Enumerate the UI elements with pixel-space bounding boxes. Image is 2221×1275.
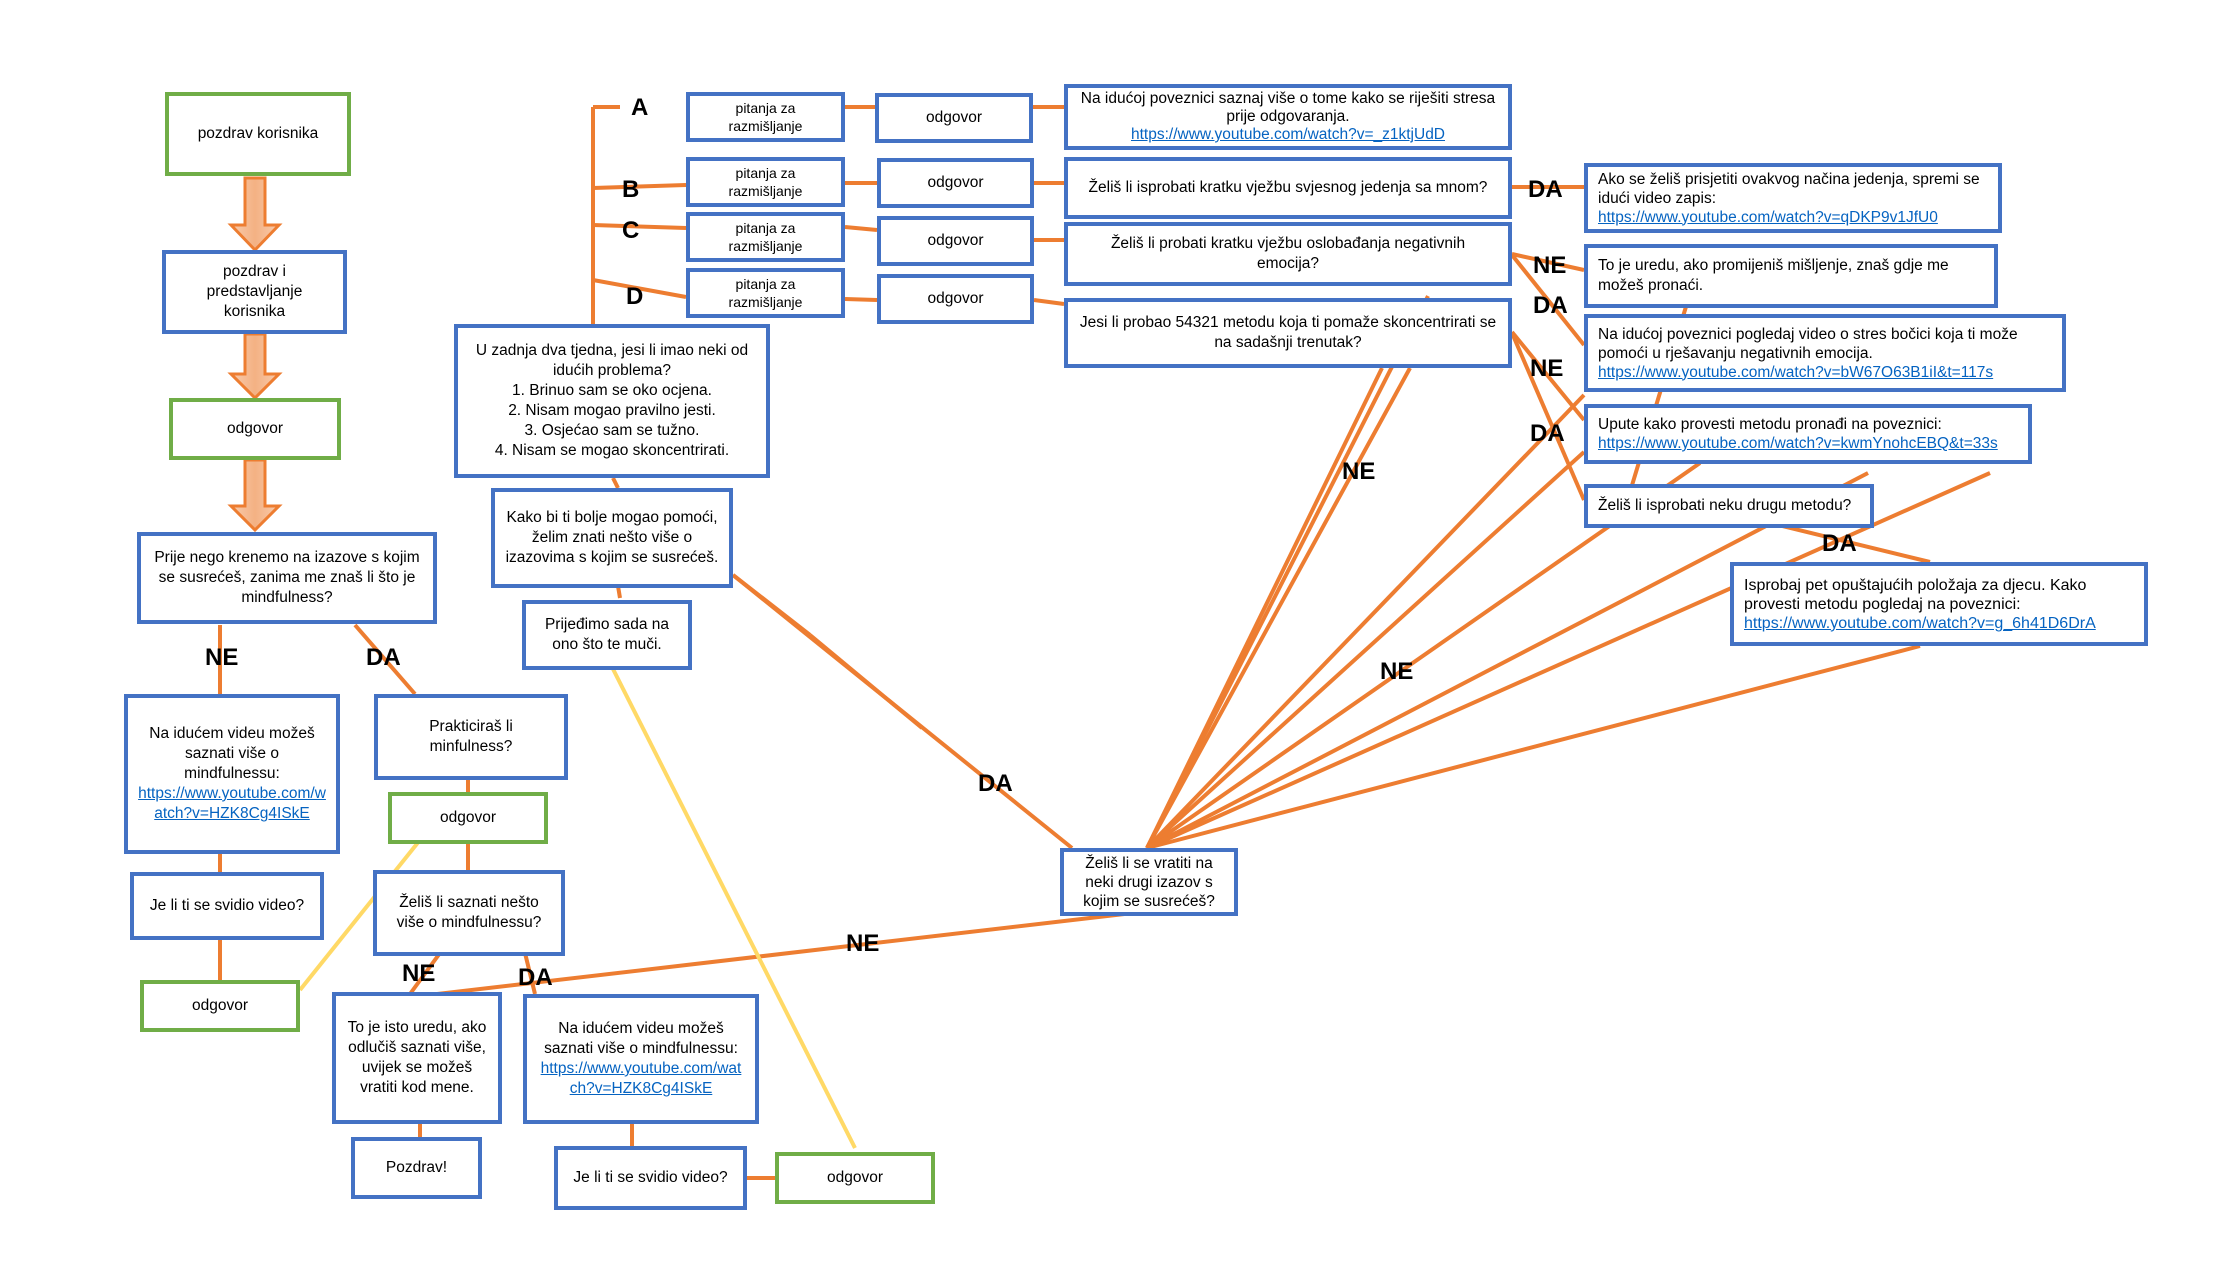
eating-video-node: Ako se želiš prisjetiti ovakvog načina j… [1584, 163, 2002, 233]
edge-label-ne-mid: NE [402, 960, 436, 987]
answer-b: odgovor [877, 158, 1034, 208]
stress-bottle-node: Na idućoj poveznici pogledaj video o str… [1584, 314, 2066, 392]
return-to-challenge-node: Želiš li se vratiti na neki drugi izazov… [1060, 848, 1238, 916]
edge-label-ne-lower: NE [1380, 658, 1414, 685]
answer-bottom-node: odgovor [775, 1152, 935, 1204]
liked-video-left-node: Je li ti se svidio video? [130, 872, 324, 940]
video-left-node: Na idućem videu možeš saznati više o min… [124, 694, 340, 854]
answer-node-1: odgovor [169, 398, 341, 460]
change-mind-node: To je uredu, ako promijeniš mišljenje, z… [1584, 244, 1998, 308]
try-other-method-node: Želiš li isprobati neku drugu metodu? [1584, 484, 1874, 528]
mindfulness-question-node: Prije nego krenemo na izazove s kojim se… [137, 532, 437, 624]
edge-label-da-eating: DA [1528, 176, 1563, 203]
lets-move-node: Prijeđimo sada na ono što te muči. [522, 600, 692, 670]
edge-label-ne-right-1: NE [1533, 252, 1567, 279]
method-54321-question-node: Jesi li probao 54321 metodu koja ti poma… [1064, 298, 1512, 368]
edge-label-c: C [622, 217, 640, 244]
edge-label-ne-left: NE [205, 644, 239, 671]
release-emotions-question-node: Želiš li probati kratku vježbu oslobađan… [1064, 222, 1512, 286]
answer-c: odgovor [877, 216, 1034, 266]
stress-bottle-link[interactable]: https://www.youtube.com/watch?v=bW67O63B… [1598, 363, 1994, 381]
goodbye-node: Pozdrav! [351, 1137, 482, 1199]
edge-label-ne-bottom: NE [846, 930, 880, 957]
stress-video-node: Na idućoj poveznici saznaj više o tome k… [1064, 84, 1512, 150]
edge-label-ne-center: NE [1342, 458, 1376, 485]
want-more-mindfulness-node: Želiš li saznati nešto više o mindfulnes… [373, 870, 565, 956]
edge-label-a: A [631, 94, 649, 121]
reflection-questions-a: pitanja za razmišljanje [686, 92, 845, 142]
answer-d: odgovor [877, 274, 1034, 324]
down-arrow-2 [227, 332, 283, 401]
edge-label-da-right-3: DA [1822, 530, 1857, 557]
edge-label-d: D [626, 283, 644, 310]
problem-item-2: 2. Nisam mogao pravilno jesti. [508, 402, 716, 419]
eating-video-text: Ako se želiš prisjetiti ovakvog načina j… [1598, 170, 1980, 207]
answer-mid-node: odgovor [388, 792, 548, 844]
edge-label-da-return: DA [978, 770, 1013, 797]
answer-left-bottom-node: odgovor [140, 980, 300, 1032]
greeting-intro-node: pozdrav i predstavljanje korisnika [162, 250, 347, 334]
thats-ok-node: To je isto uredu, ako odlučiš saznati vi… [332, 992, 502, 1124]
stress-video-text: Na idućoj poveznici saznaj više o tome k… [1080, 90, 1496, 125]
relaxing-positions-text: Isprobaj pet opuštajućih položaja za dje… [1744, 576, 2087, 613]
reflection-questions-b: pitanja za razmišljanje [686, 157, 845, 207]
reflection-questions-c: pitanja za razmišljanje [686, 212, 845, 262]
edge-label-da-right-1: DA [1533, 292, 1568, 319]
relaxing-positions-link[interactable]: https://www.youtube.com/watch?v=g_6h41D6… [1744, 614, 2096, 632]
down-arrow-3 [227, 458, 283, 533]
problem-item-1: 1. Brinuo sam se oko ocjena. [512, 382, 712, 399]
stress-video-link[interactable]: https://www.youtube.com/watch?v=_z1ktjUd… [1130, 126, 1446, 143]
practice-mindfulness-node: Prakticiraš li minfulness? [374, 694, 568, 780]
method-instructions-text: Upute kako provesti metodu pronađi na po… [1598, 416, 1942, 433]
greeting-node: pozdrav korisnika [165, 92, 351, 176]
stress-bottle-text: Na idućoj poveznici pogledaj video o str… [1598, 325, 2018, 362]
video-mid-link[interactable]: https://www.youtube.com/watch?v=HZK8Cg4I… [540, 1060, 742, 1097]
video-left-text: Na idućem videu možeš saznati više o min… [149, 725, 315, 782]
video-mid-node: Na idućem videu možeš saznati više o min… [523, 994, 759, 1124]
relaxing-positions-node: Isprobaj pet opuštajućih položaja za dje… [1730, 562, 2148, 646]
method-instructions-node: Upute kako provesti metodu pronađi na po… [1584, 404, 2032, 464]
down-arrow-1 [227, 176, 283, 253]
edge-label-da-mid: DA [518, 964, 553, 991]
problem-item-4: 4. Nisam se mogao skoncentrirati. [494, 442, 730, 459]
edge-label-da-left: DA [366, 644, 401, 671]
liked-video-mid-node: Je li ti se svidio video? [554, 1146, 747, 1210]
edge-label-da-right-2: DA [1530, 420, 1565, 447]
problems-question-node: U zadnja dva tjedna, jesi li imao neki o… [454, 324, 770, 478]
eating-video-link[interactable]: https://www.youtube.com/watch?v=qDKP9v1J… [1598, 208, 1938, 226]
problem-item-3: 3. Osjećao sam se tužno. [524, 422, 700, 439]
help-better-node: Kako bi ti bolje mogao pomoći, želim zna… [491, 488, 733, 588]
problems-intro: U zadnja dva tjedna, jesi li imao neki o… [475, 342, 749, 379]
method-instructions-link[interactable]: https://www.youtube.com/watch?v=kwmYnohc… [1598, 435, 1998, 452]
reflection-questions-d: pitanja za razmišljanje [686, 268, 845, 318]
edge-label-b: B [622, 176, 640, 203]
mindful-eating-question-node: Želiš li isprobati kratku vježbu svjesno… [1064, 157, 1512, 219]
video-mid-text: Na idućem videu možeš saznati više o min… [544, 1020, 738, 1057]
answer-a: odgovor [875, 93, 1033, 143]
video-left-link[interactable]: https://www.youtube.com/watch?v=HZK8Cg4I… [138, 785, 326, 822]
edge-label-ne-right-2: NE [1530, 355, 1564, 382]
